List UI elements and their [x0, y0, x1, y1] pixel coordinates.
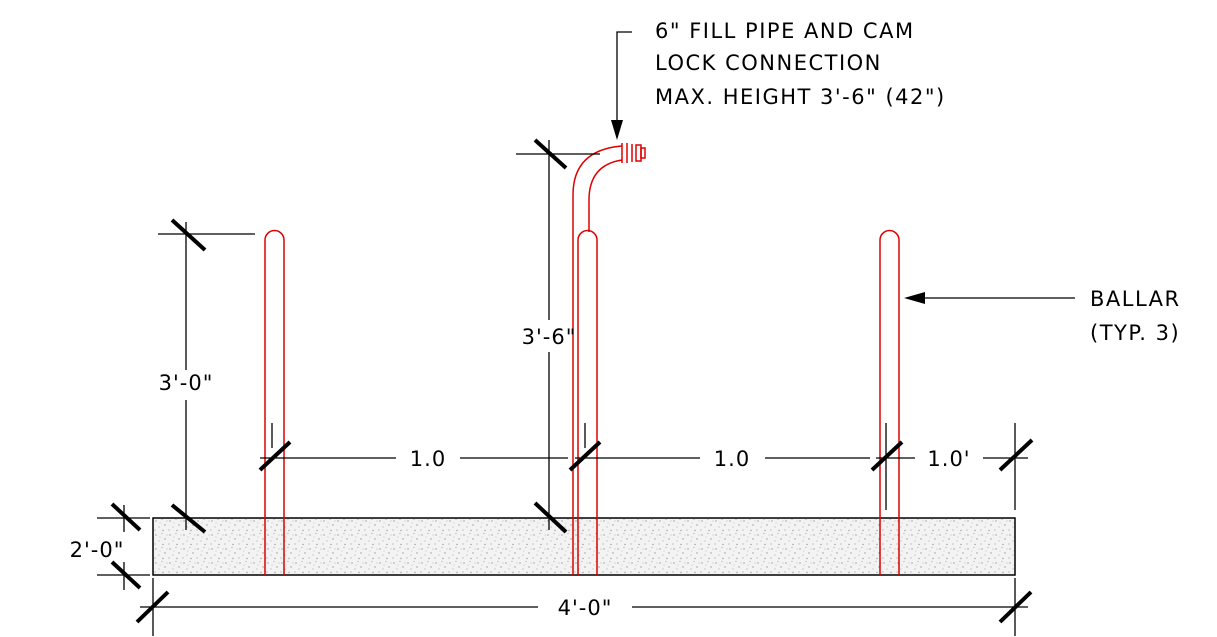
dimension-bollard-spacing: [258, 423, 1034, 510]
fill-pipe-callout-line-1: 6" FILL PIPE AND CAM: [655, 19, 915, 43]
fill-pipe-leader: [611, 31, 632, 140]
bollard-height-label: 3'-0": [159, 371, 214, 395]
spacing-middle-label: 1.0: [714, 447, 750, 471]
ballard-callout-line-2: (TYP. 3): [1090, 321, 1180, 345]
fill-pipe-height-label: 3'-6": [522, 325, 577, 349]
dimension-fill-pipe-height: [516, 138, 600, 534]
slab-width-label: 4'-0": [558, 596, 613, 620]
concrete-slab: [152, 517, 1016, 576]
bollard-left: [264, 229, 285, 575]
ballard-callout-line-1: BALLAR: [1090, 287, 1181, 311]
spacing-left-label: 1.0: [410, 447, 446, 471]
spacing-right-label: 1.0': [927, 447, 970, 471]
fill-pipe-callout-line-3: MAX. HEIGHT 3'-6" (42"): [655, 85, 946, 109]
dimension-bollard-height: [158, 218, 255, 534]
slab-thickness-label: 2'-0": [70, 538, 125, 562]
fill-pipe-assembly: [572, 143, 646, 575]
dimension-slab-thickness: [97, 502, 150, 590]
fill-pipe-callout-line-2: LOCK CONNECTION: [655, 51, 882, 75]
bollard-right: [879, 229, 900, 575]
ballard-leader: [904, 292, 1075, 304]
dimension-slab-width: [135, 578, 1033, 636]
